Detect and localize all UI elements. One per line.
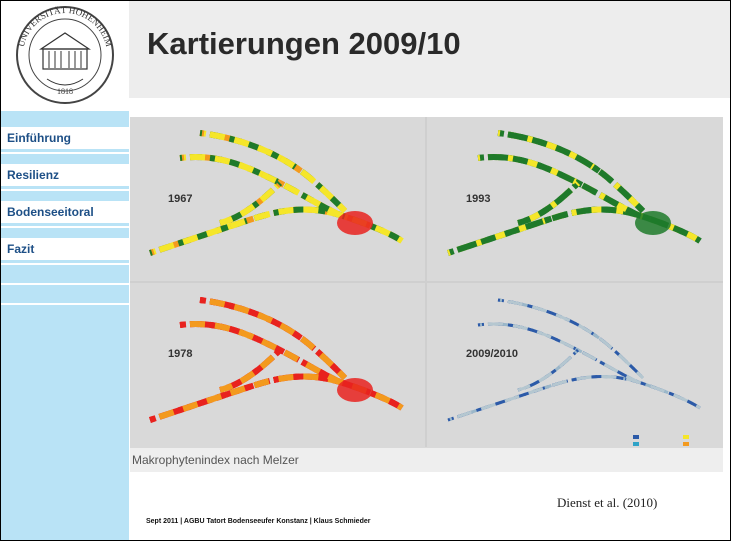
lake-shore-segment <box>447 298 701 422</box>
nav-item-einfuehrung[interactable]: Einführung <box>1 127 129 149</box>
page-title: Kartierungen 2009/10 <box>147 26 461 61</box>
lake-shore-segment <box>447 130 702 256</box>
lake-outline <box>447 130 702 256</box>
lake-outline <box>447 298 701 422</box>
nav-item-bodenseelitoral[interactable]: Bodenseeitoral <box>1 201 129 223</box>
map-year-label: 2009/2010 <box>466 348 518 360</box>
nav-divider <box>1 226 129 228</box>
lake-shore-segment <box>447 298 701 422</box>
nav-divider <box>1 303 129 305</box>
lake-basin-patch <box>635 211 671 235</box>
lake-shore-segment <box>149 297 404 423</box>
svg-text:1818: 1818 <box>57 87 73 96</box>
map-year-label: 1978 <box>168 348 192 360</box>
lake-basin-patch <box>337 211 373 235</box>
map-caption: Makrophytenindex nach Melzer <box>132 453 299 467</box>
lake-outline <box>149 297 404 423</box>
nav-divider <box>1 263 129 265</box>
lake-outline <box>149 130 404 256</box>
maps-svg: 1967 1993 1978 2009/2010 ↑ <box>130 117 723 463</box>
lake-basin-patch <box>337 378 373 402</box>
lake-shore-segment <box>447 298 701 422</box>
map-caption-bar: Makrophytenindex nach Melzer <box>130 448 723 472</box>
nav-divider <box>1 189 129 191</box>
title-band <box>129 1 730 98</box>
lake-shore-segment <box>149 297 404 423</box>
sidebar-nav: Einführung Resilienz Bodenseeitoral Fazi… <box>1 127 129 323</box>
nav-item-fazit[interactable]: Fazit <box>1 238 129 260</box>
citation: Dienst et al. (2010) <box>557 495 658 510</box>
lake-shore-segment <box>149 297 404 423</box>
lake-shore-segment <box>149 130 404 256</box>
lake-shore-segment <box>447 298 701 422</box>
svg-text:UNIVERSITÄT HOHENHEIM: UNIVERSITÄT HOHENHEIM <box>16 5 114 48</box>
footer-text: Sept 2011 | AGBU Tatort Bodenseeufer Kon… <box>146 518 371 525</box>
map-year-label: 1993 <box>466 193 490 205</box>
map-year-label: 1967 <box>168 193 192 205</box>
nav-divider <box>1 283 129 285</box>
university-logo: UNIVERSITÄT HOHENHEIM 1818 <box>1 1 129 111</box>
lake-maps-figure: 1967 1993 1978 2009/2010 ↑ <box>130 117 723 472</box>
nav-divider <box>1 152 129 154</box>
university-seal-icon: UNIVERSITÄT HOHENHEIM 1818 <box>16 5 114 104</box>
lake-shore-segment <box>149 297 404 423</box>
nav-item-resilienz[interactable]: Resilienz <box>1 164 129 186</box>
